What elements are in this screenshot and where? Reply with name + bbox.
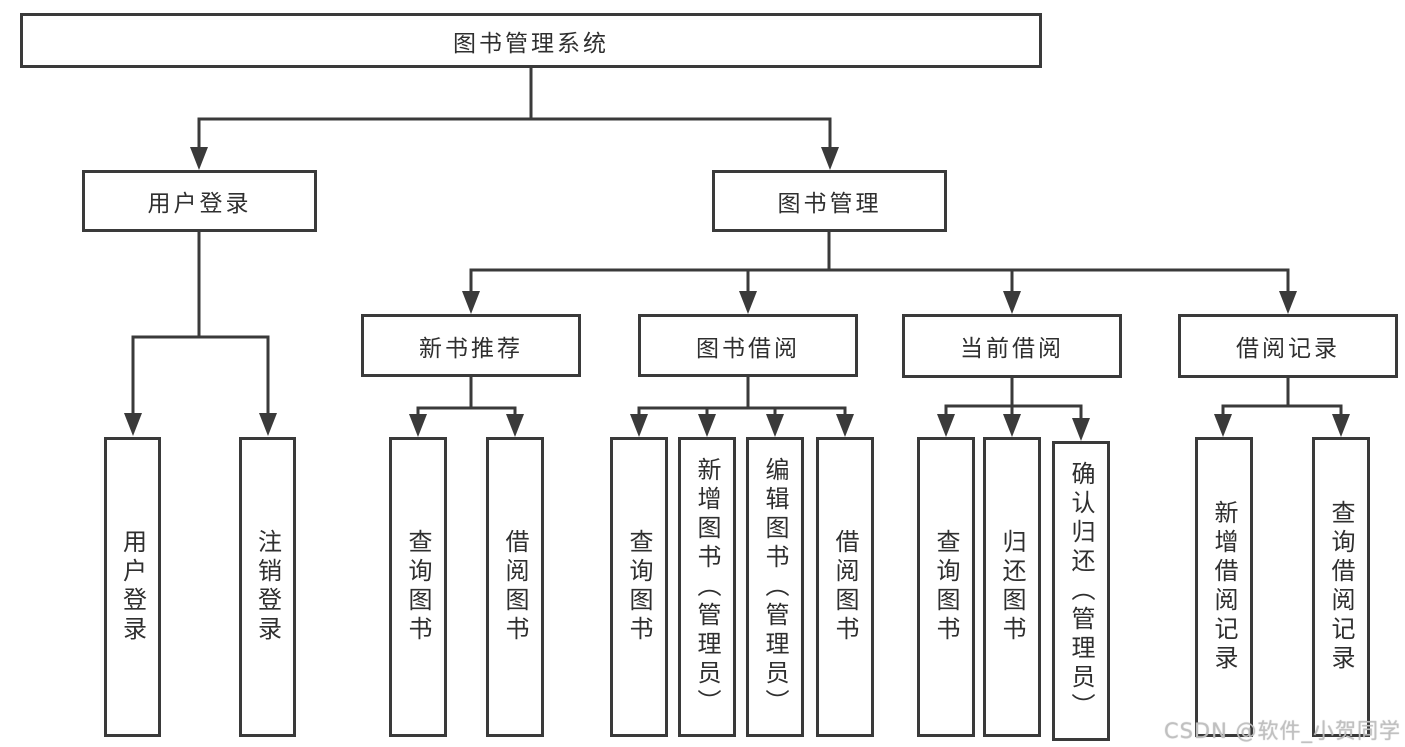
leaf-record-add-label: 新增借阅记录 — [1210, 500, 1238, 674]
node-borrow-record-label: 借阅记录 — [1236, 336, 1340, 362]
leaf-current-confirm-return: 确认归还（管理员） — [1052, 441, 1110, 741]
watermark: CSDN @软件_小贺同学 — [1163, 719, 1401, 743]
leaf-borrow-query-book-label: 查询图书 — [625, 529, 653, 645]
leaf-user-login-label: 用户登录 — [118, 529, 147, 645]
leaf-user-login: 用户登录 — [104, 437, 161, 737]
leaf-current-return-book-label: 归还图书 — [998, 529, 1026, 645]
leaf-current-confirm-return-label: 确认归还（管理员） — [1067, 460, 1095, 722]
leaf-borrow-borrow-book-label: 借阅图书 — [831, 529, 859, 645]
leaf-recommend-query-book: 查询图书 — [389, 437, 447, 737]
node-book-borrow: 图书借阅 — [638, 314, 858, 377]
leaf-current-query-book-label: 查询图书 — [932, 529, 960, 645]
node-book-borrow-label: 图书借阅 — [696, 335, 800, 362]
leaf-borrow-edit-book-label: 编辑图书（管理员） — [761, 456, 789, 718]
node-book-management: 图书管理 — [712, 170, 947, 232]
leaf-borrow-query-book: 查询图书 — [610, 437, 668, 737]
leaf-record-query: 查询借阅记录 — [1312, 437, 1370, 737]
leaf-borrow-borrow-book: 借阅图书 — [816, 437, 874, 737]
leaf-record-add: 新增借阅记录 — [1195, 437, 1253, 737]
leaf-recommend-borrow-book: 借阅图书 — [486, 437, 544, 737]
leaf-current-query-book: 查询图书 — [917, 437, 975, 737]
leaf-borrow-add-book-label: 新增图书（管理员） — [693, 456, 721, 718]
node-new-book-recommend-label: 新书推荐 — [419, 335, 523, 362]
leaf-borrow-add-book: 新增图书（管理员） — [678, 437, 736, 737]
leaf-borrow-edit-book: 编辑图书（管理员） — [746, 437, 804, 737]
node-borrow-record: 借阅记录 — [1178, 314, 1398, 378]
node-user-login: 用户登录 — [82, 170, 317, 232]
node-new-book-recommend: 新书推荐 — [361, 314, 581, 377]
leaf-current-return-book: 归还图书 — [983, 437, 1041, 737]
leaf-logout-label: 注销登录 — [253, 529, 282, 645]
node-root-label: 图书管理系统 — [453, 30, 609, 57]
leaf-logout: 注销登录 — [239, 437, 296, 737]
leaf-recommend-query-book-label: 查询图书 — [404, 529, 432, 645]
node-book-management-label: 图书管理 — [777, 191, 882, 217]
leaf-record-query-label: 查询借阅记录 — [1327, 500, 1355, 674]
node-root: 图书管理系统 — [20, 13, 1042, 68]
leaf-recommend-borrow-book-label: 借阅图书 — [501, 529, 529, 645]
node-current-borrow-label: 当前借阅 — [960, 336, 1064, 362]
node-current-borrow: 当前借阅 — [902, 314, 1122, 378]
node-user-login-label: 用户登录 — [147, 191, 252, 217]
